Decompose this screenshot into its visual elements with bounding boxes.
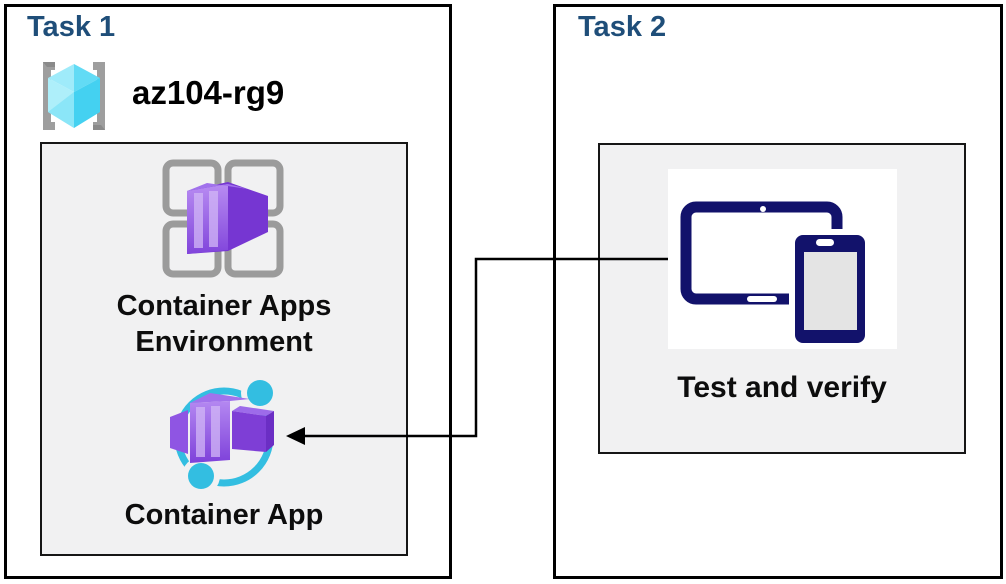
environment-label-line2: Environment (135, 326, 313, 358)
resource-group-icon (43, 62, 105, 130)
container-app-label: Container App (124, 499, 324, 531)
container-apps-environment-icon (162, 159, 284, 278)
devices-icon (680, 201, 871, 348)
resource-group-name: az104-rg9 (132, 74, 285, 111)
task2-title: Task 2 (578, 11, 667, 43)
test-and-verify-label: Test and verify (677, 371, 887, 404)
container-app-icon (170, 379, 279, 495)
environment-label: Container Apps Environment (40, 288, 408, 360)
task1-title: Task 1 (27, 11, 116, 43)
environment-label-line1: Container Apps (116, 290, 332, 322)
